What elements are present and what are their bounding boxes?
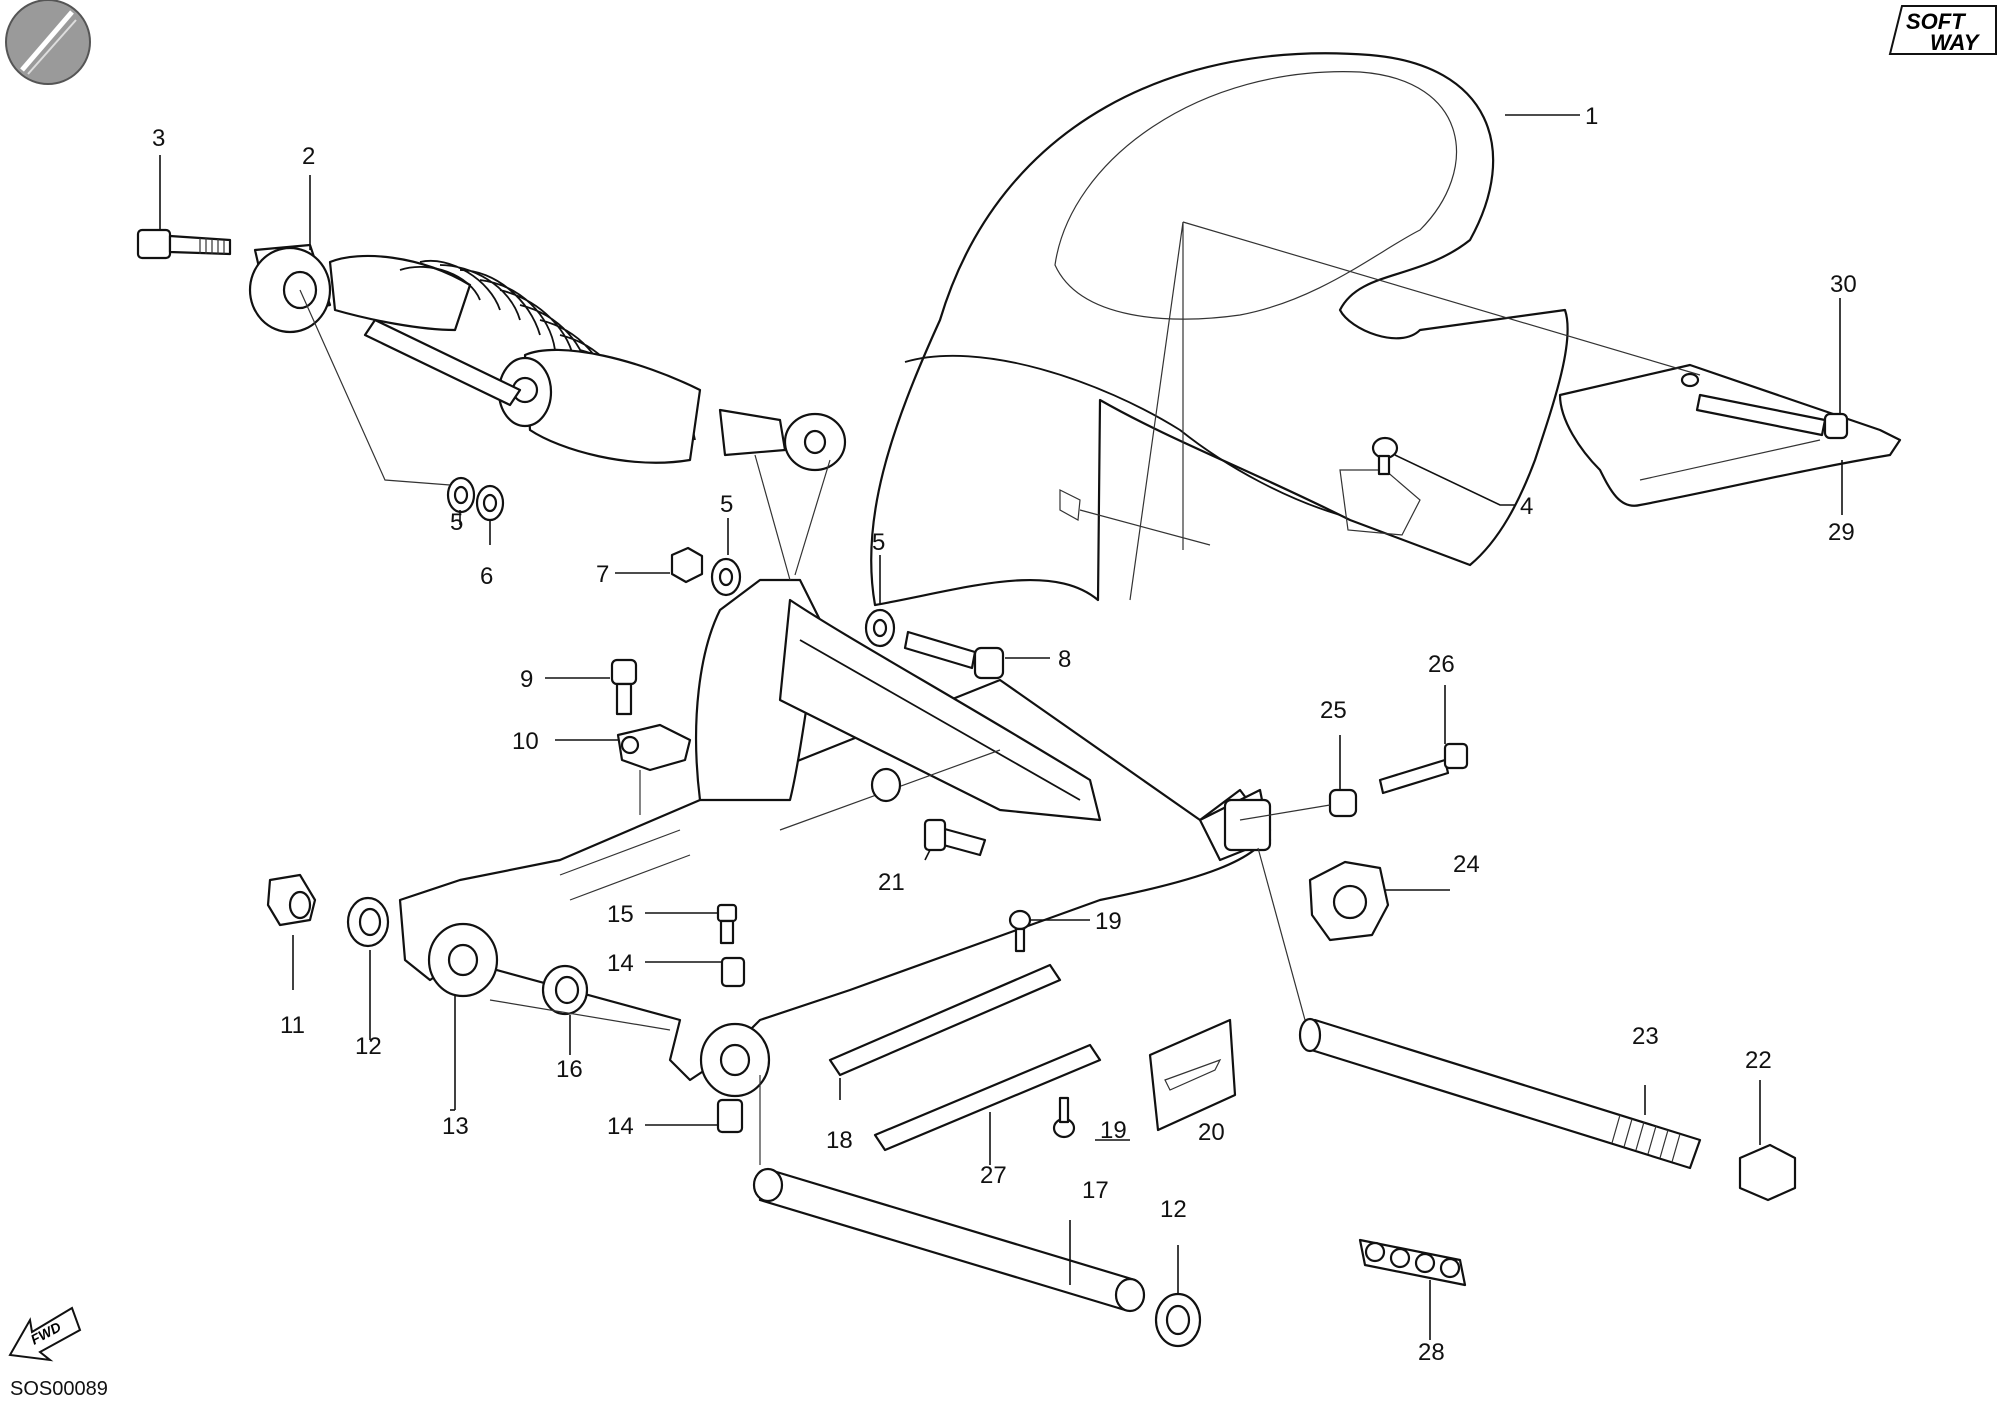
part-3-bolt xyxy=(136,228,232,260)
part-21-stud xyxy=(870,767,987,857)
part-5-washer xyxy=(446,476,476,514)
callout-16: 16 xyxy=(556,1056,583,1083)
callout-12b: 12 xyxy=(1160,1196,1187,1223)
part-7-nut xyxy=(670,546,704,584)
callout-15: 15 xyxy=(607,901,634,928)
part-4-bolt xyxy=(1371,436,1399,476)
callout-12a: 12 xyxy=(355,1033,382,1060)
callout-23: 23 xyxy=(1632,1023,1659,1050)
callout-22: 22 xyxy=(1745,1047,1772,1074)
part-30-bolt xyxy=(1695,393,1849,440)
callout-27: 27 xyxy=(980,1162,1007,1189)
callout-3: 3 xyxy=(152,125,165,152)
part-8-bolt xyxy=(903,630,1005,680)
part-11-bush xyxy=(266,873,317,927)
part-19-screw-bottom xyxy=(1052,1096,1076,1139)
callout-10: 10 xyxy=(512,728,539,755)
callout-19a: 19 xyxy=(1095,908,1122,935)
callout-19b: 19 xyxy=(1100,1117,1127,1144)
swingarm xyxy=(398,578,1272,1098)
callout-1: 1 xyxy=(1585,103,1598,130)
brand-line-1: SOFT xyxy=(1906,9,1966,34)
callout-6: 6 xyxy=(480,563,493,590)
part-12-ring-bottom xyxy=(1154,1292,1202,1348)
part-28-chain-link xyxy=(1358,1238,1467,1287)
part-22-axle-nut xyxy=(1738,1143,1797,1202)
callout-25: 25 xyxy=(1320,697,1347,724)
part-14-spacer-bottom xyxy=(716,1098,744,1134)
part-16-ring xyxy=(541,964,589,1016)
part-14-spacer-top xyxy=(720,956,746,988)
part-26-bolt xyxy=(1378,742,1469,795)
callout-5c: 5 xyxy=(872,529,885,556)
brand-line-2: WAY xyxy=(1930,30,1981,55)
callout-18: 18 xyxy=(826,1127,853,1154)
softway-logo-icon: SOFT WAY xyxy=(1888,5,1997,55)
part-24-chain-adjuster xyxy=(1308,860,1390,942)
part-20-plate xyxy=(1148,1018,1237,1132)
part-12-ring xyxy=(346,896,390,948)
callout-13: 13 xyxy=(442,1113,469,1140)
callout-5a: 5 xyxy=(450,509,463,536)
callout-24: 24 xyxy=(1453,851,1480,878)
callout-4: 4 xyxy=(1520,493,1533,520)
callout-8: 8 xyxy=(1058,646,1071,673)
part-6-circlip xyxy=(475,484,505,522)
callout-2: 2 xyxy=(302,143,315,170)
callout-17: 17 xyxy=(1082,1177,1109,1204)
part-1-rear-mudguard xyxy=(870,52,1569,607)
part-10-clip xyxy=(616,723,692,772)
part-9-bolt xyxy=(610,658,638,716)
assembly-lines xyxy=(299,221,1701,1165)
part-2-shock-absorber xyxy=(248,243,847,472)
drawing-code: SOS00089 xyxy=(10,1378,108,1400)
callout-14a: 14 xyxy=(607,950,634,977)
fwd-arrow-icon: FWD xyxy=(8,1306,82,1362)
callout-5b: 5 xyxy=(720,491,733,518)
part-23-rear-axle xyxy=(1298,1017,1702,1170)
circle-logo-icon xyxy=(5,0,91,85)
callout-11: 11 xyxy=(280,1012,305,1039)
callout-7: 7 xyxy=(596,561,609,588)
callout-9: 9 xyxy=(520,666,533,693)
part-27-chain-guide xyxy=(873,1043,1102,1152)
callout-29: 29 xyxy=(1828,519,1855,546)
part-5-washer-mid xyxy=(710,557,742,597)
callout-28: 28 xyxy=(1418,1339,1445,1366)
part-29-cover xyxy=(1558,363,1902,507)
callout-20: 20 xyxy=(1198,1119,1225,1146)
callout-21: 21 xyxy=(878,869,905,896)
part-25-spacer xyxy=(1328,788,1358,818)
callout-labels: 1 2 3 4 5 5 5 6 7 8 9 10 11 12 12 13 14 … xyxy=(152,103,1857,1366)
part-18-chain-slider xyxy=(828,963,1062,1077)
callout-26: 26 xyxy=(1428,651,1455,678)
part-15-bolt xyxy=(716,903,738,945)
callout-30: 30 xyxy=(1830,271,1857,298)
part-17-pivot-shaft xyxy=(752,1167,1146,1313)
callout-14b: 14 xyxy=(607,1113,634,1140)
part-5-washer-right xyxy=(864,608,896,648)
leader-lines xyxy=(159,114,1843,1340)
